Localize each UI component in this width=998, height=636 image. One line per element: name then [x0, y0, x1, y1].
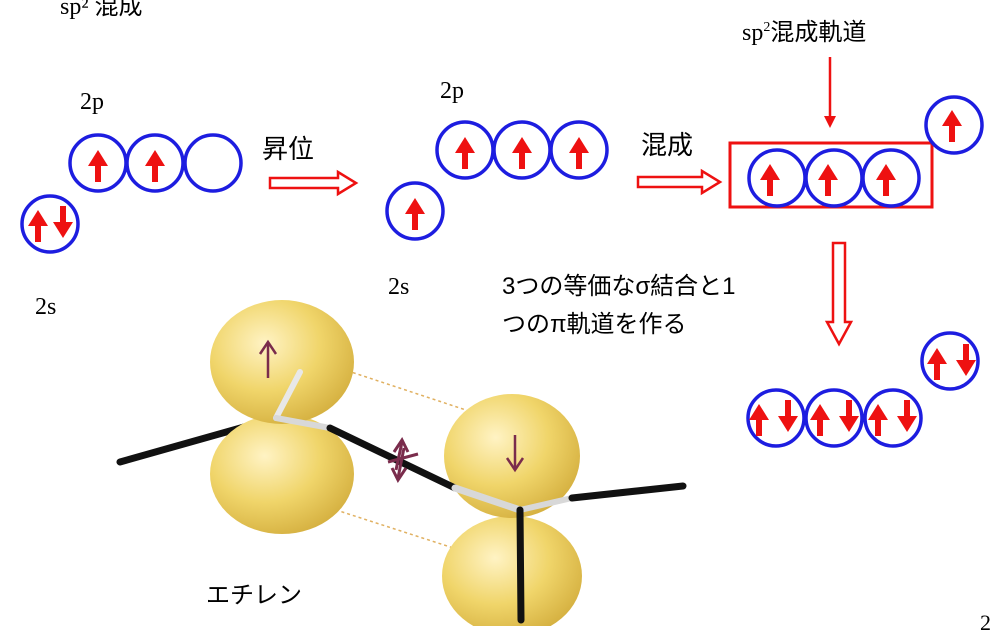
orbital-box — [920, 331, 980, 391]
spin-up-arrow — [868, 404, 888, 436]
orbital-box — [20, 194, 80, 254]
orbital-box — [183, 133, 243, 193]
promotion-arrow — [268, 169, 359, 197]
spin-up-arrow — [927, 348, 947, 380]
spin-up-arrow — [405, 198, 425, 230]
spin-up-arrow — [258, 339, 278, 378]
spin-up-arrow — [512, 137, 532, 169]
orbital-box — [125, 133, 185, 193]
orbital-box — [924, 95, 984, 155]
sp2-hybrid-orbital-label: sp2混成軌道 — [742, 19, 867, 46]
title-partial: sp² 混成 — [60, 0, 143, 20]
orbital-box — [549, 120, 609, 180]
remaining-p-orbital — [924, 95, 984, 155]
ground-2s-orbital — [20, 194, 80, 254]
spin-up-arrow — [88, 150, 108, 182]
orbital-box — [385, 181, 445, 241]
spin-down-arrow — [505, 435, 525, 473]
p-orbital-lobe-lower — [442, 516, 582, 626]
ethylene-illustration — [116, 300, 687, 626]
spin-up-arrow — [810, 404, 830, 436]
sigma-bond-orbitals — [746, 388, 923, 448]
bonding-arrow — [824, 241, 854, 347]
spin-up-arrow — [818, 164, 838, 196]
p-orbital-lobe-upper — [444, 394, 580, 518]
pi-bond-orbital — [920, 331, 980, 391]
ground-2s-label: 2s — [35, 294, 57, 320]
excited-2p-label: 2p — [440, 78, 464, 104]
molecule-label: エチレン — [206, 582, 302, 609]
spin-down-arrow — [53, 206, 73, 238]
sp2-pointer-arrow — [824, 57, 836, 128]
bonding-description: 3つの等価なσ結合と1 つのπ軌道を作る — [502, 273, 736, 338]
spin-up-arrow — [455, 137, 475, 169]
pi-bond-spin-pair — [387, 437, 419, 483]
excited-2s-label: 2s — [388, 274, 410, 300]
spin-up-arrow — [749, 404, 769, 436]
spin-up-arrow — [876, 164, 896, 196]
orbital-box — [863, 388, 923, 448]
hybridization-label: 混成 — [641, 130, 694, 160]
page-number: 2 — [980, 610, 991, 635]
excited-2s-orbital — [385, 181, 445, 241]
spin-down-arrow — [839, 400, 859, 432]
excited-2p-orbitals — [435, 120, 609, 180]
spin-up-arrow — [942, 110, 962, 142]
spin-up-arrow — [145, 150, 165, 182]
p-orbital-lobe-upper — [210, 300, 354, 424]
spin-down-arrow — [956, 344, 976, 376]
p-orbital-lobe-lower — [210, 414, 354, 534]
spin-down-arrow — [778, 400, 798, 432]
promotion-label: 昇位 — [262, 134, 315, 164]
spin-down-arrow — [897, 400, 917, 432]
c-h-bond — [516, 506, 525, 624]
orbital-box — [746, 388, 806, 448]
sp2-hybrid-orbitals — [747, 148, 921, 208]
c-h-bond — [568, 482, 687, 502]
c-c-bond — [326, 424, 459, 492]
ground-2p-orbitals — [68, 133, 243, 193]
spin-up-arrow — [569, 137, 589, 169]
spin-up-arrow — [28, 210, 48, 242]
spin-up-arrow — [760, 164, 780, 196]
hybridization-arrow — [636, 168, 723, 196]
ground-2p-label: 2p — [80, 89, 104, 115]
orbital-box — [861, 148, 921, 208]
orbital-box — [804, 388, 864, 448]
